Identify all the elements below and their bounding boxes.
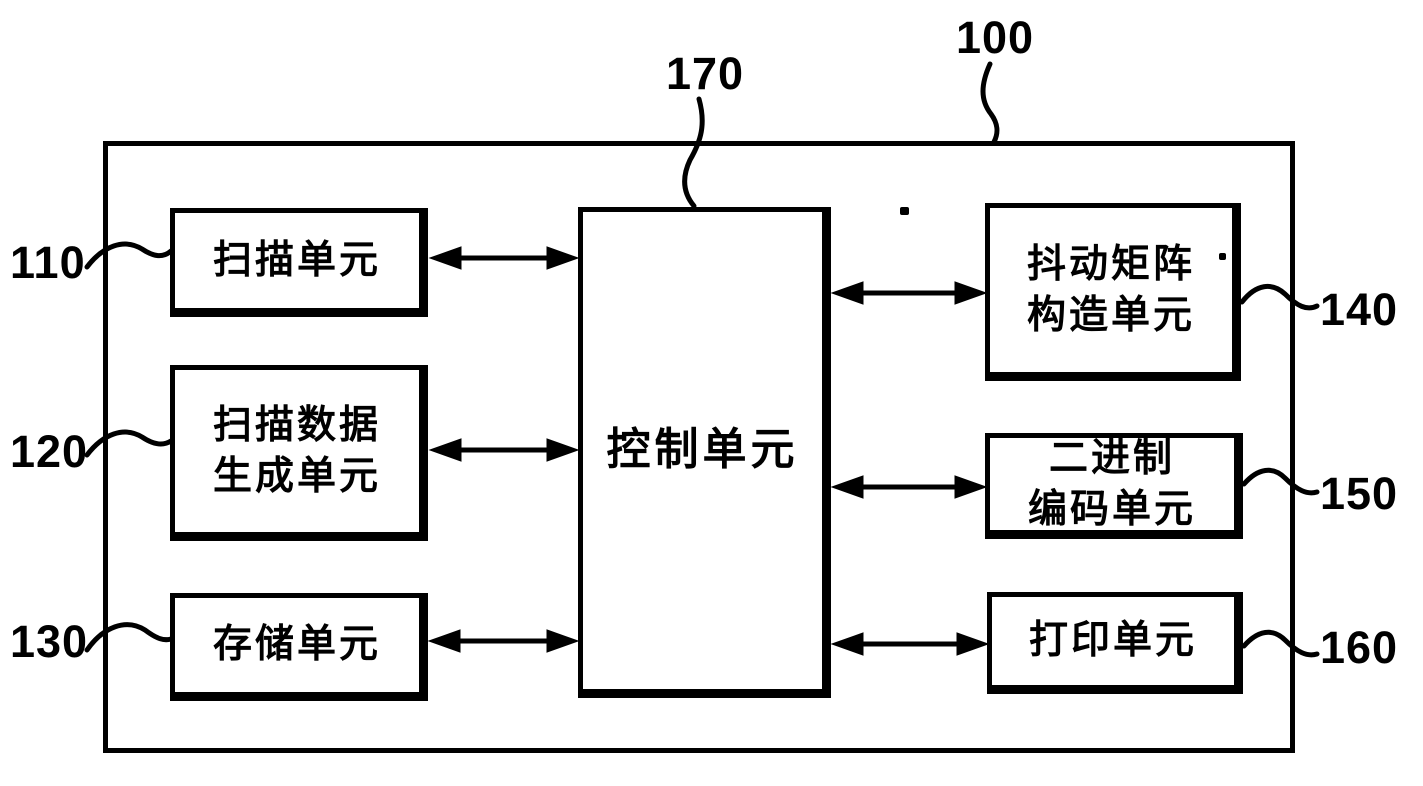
unit-label-scan-data-line2: 生成单元 (212, 455, 381, 498)
unit-label-binary-line1: 二进制 (1048, 436, 1175, 480)
unit-label-control: 控制单元 (606, 425, 799, 475)
ref-label-170: 170 (666, 48, 745, 99)
unit-box-storage: 存储单元 (170, 593, 428, 701)
ref-label-140: 140 (1320, 284, 1399, 335)
ref-label-100: 100 (956, 12, 1035, 63)
unit-box-binary-encoding: 二进制 编码单元 (985, 433, 1243, 539)
unit-label-scan-data-line1: 扫描数据 (212, 403, 381, 447)
unit-label-scan: 扫描单元 (212, 238, 381, 282)
unit-label-binary-line2: 编码单元 (1027, 488, 1196, 531)
unit-box-scan: 扫描单元 (170, 208, 428, 317)
ref-label-120: 120 (10, 426, 89, 477)
leader-line-100 (980, 61, 1000, 145)
ref-label-150: 150 (1320, 468, 1399, 519)
unit-box-scan-data-generation: 扫描数据 生成单元 (170, 365, 428, 541)
scan-speck (1219, 253, 1226, 260)
unit-box-control: 控制单元 (578, 207, 831, 698)
unit-box-print: 打印单元 (987, 592, 1243, 694)
ref-label-130: 130 (10, 616, 89, 667)
unit-label-print: 打印单元 (1028, 619, 1197, 663)
unit-label-dither-line2: 构造单元 (1026, 294, 1195, 337)
ref-label-160: 160 (1320, 622, 1399, 673)
unit-box-dither-matrix: 抖动矩阵 构造单元 (985, 203, 1241, 381)
ref-label-110: 110 (10, 237, 86, 288)
unit-label-storage: 存储单元 (212, 623, 381, 667)
scan-speck (900, 207, 909, 215)
unit-label-dither-line1: 抖动矩阵 (1026, 242, 1195, 286)
